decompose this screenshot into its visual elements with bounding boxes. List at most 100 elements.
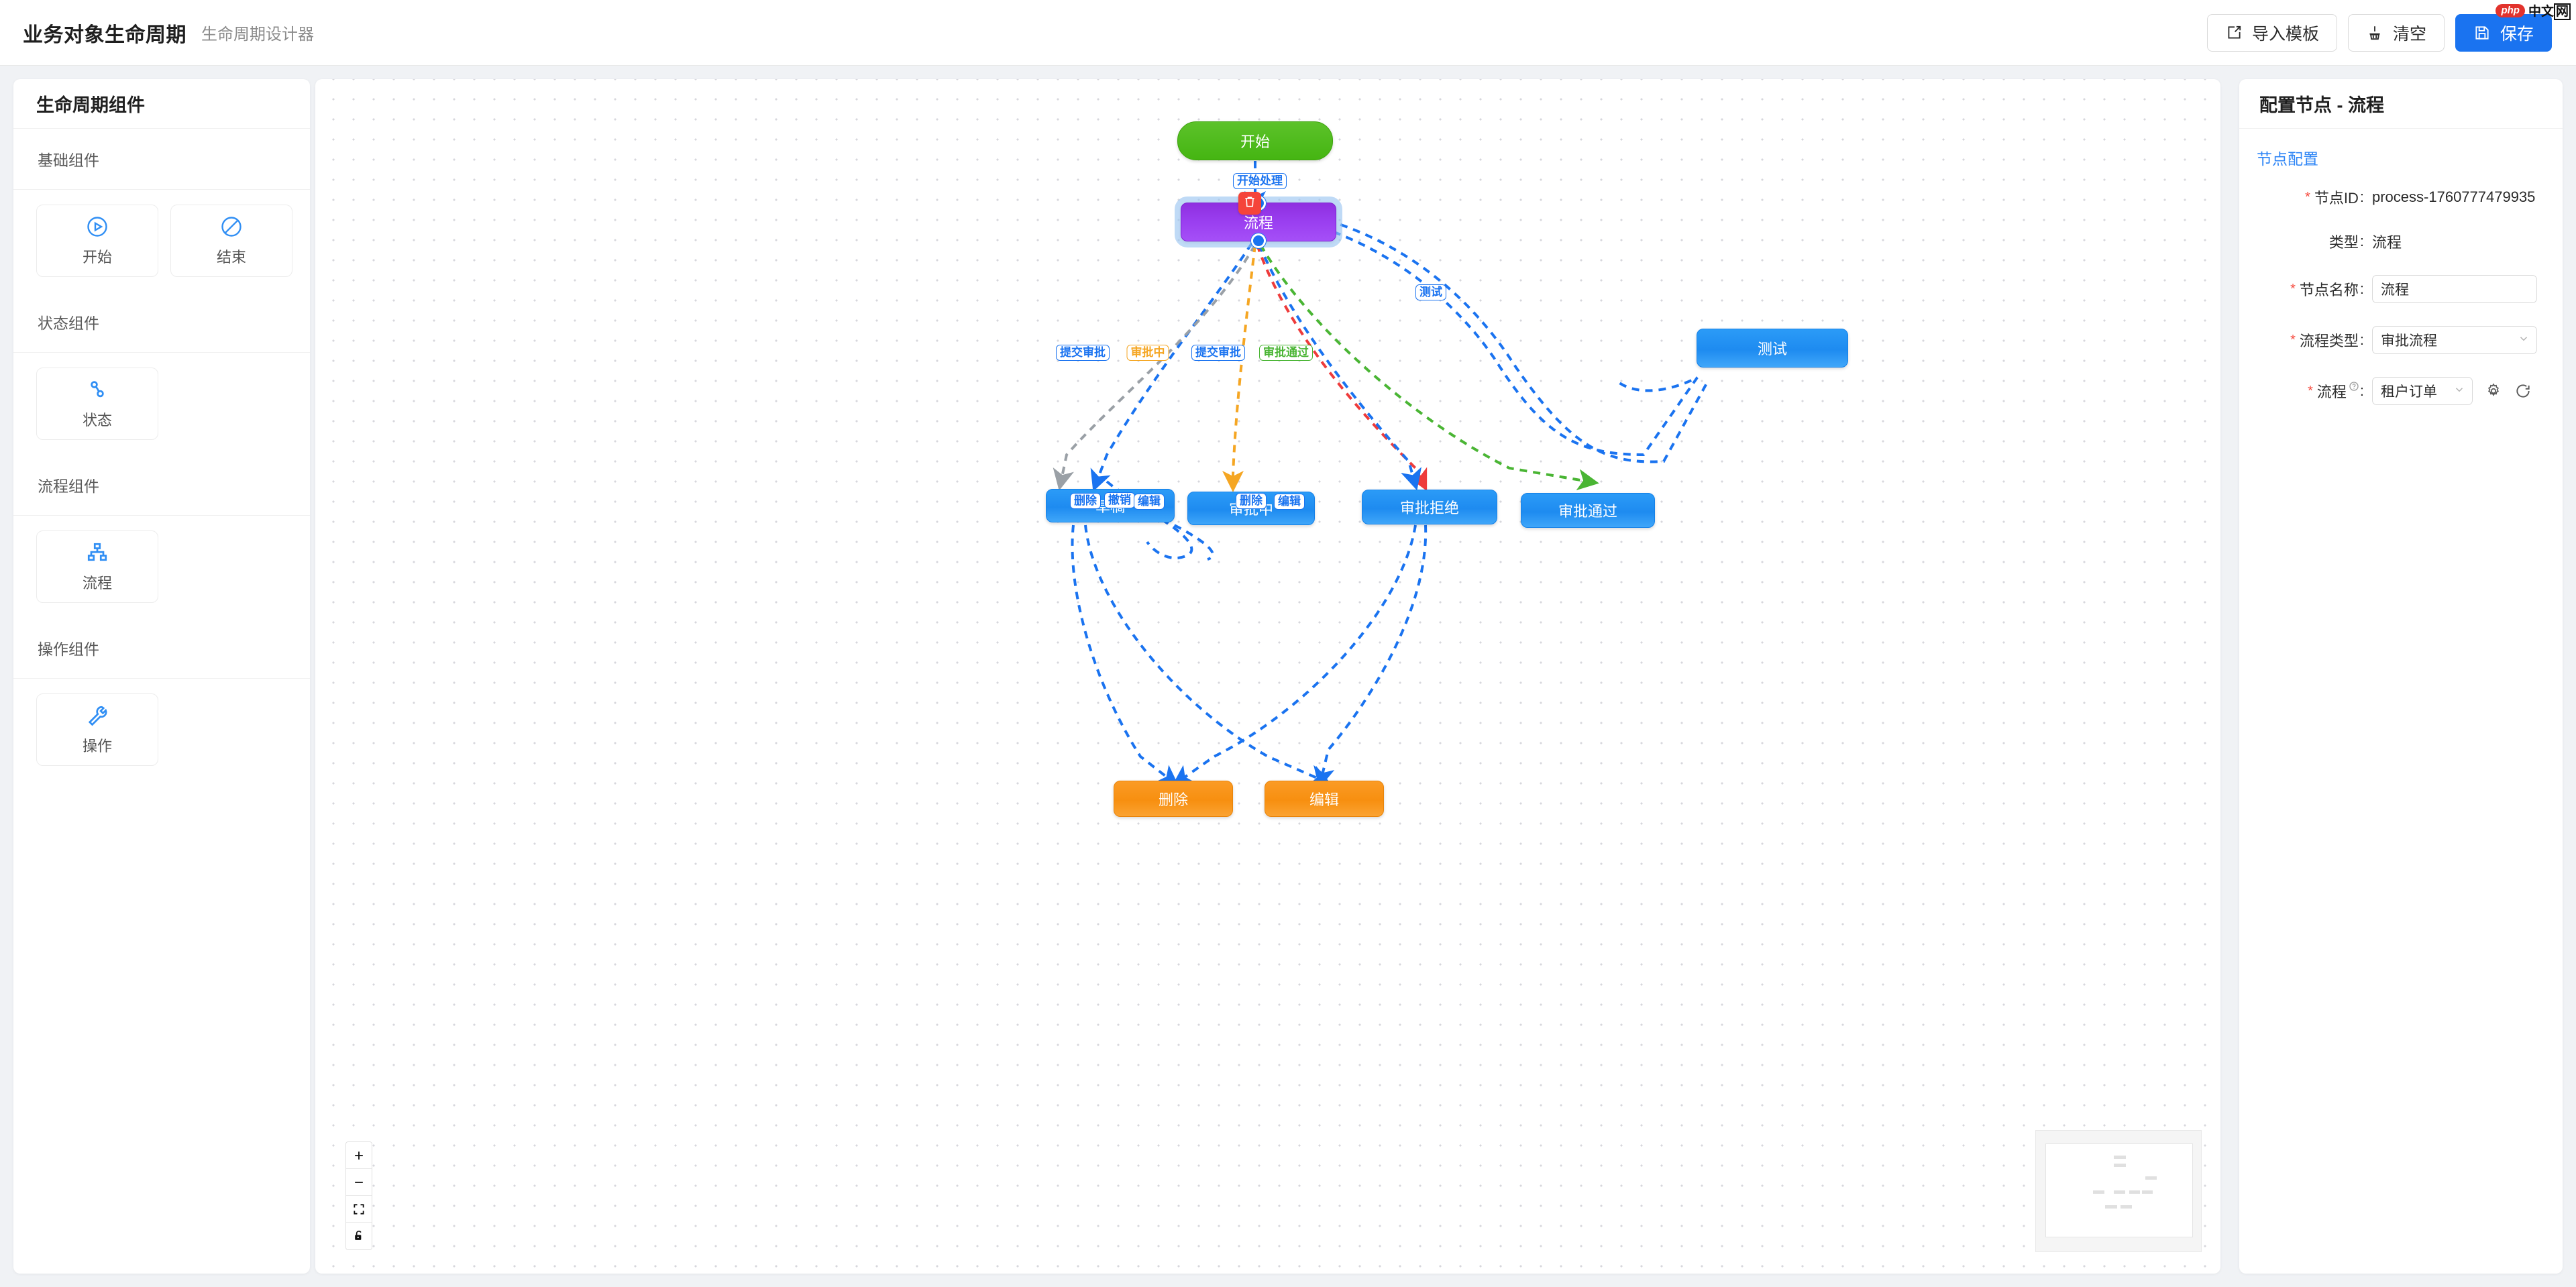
minimap-node [2105, 1205, 2117, 1209]
flow-select[interactable]: 租户订单 [2372, 377, 2473, 405]
flow-node-process-label: 流程 [1243, 215, 1273, 231]
app-title: 业务对象生命周期 [23, 23, 186, 46]
minimap-node [2121, 1205, 2132, 1209]
colon: : [2359, 382, 2364, 399]
save-icon [2473, 24, 2491, 42]
edge-label-revoke[interactable]: 撤销 [1104, 492, 1135, 508]
colon: : [2359, 280, 2364, 297]
edge-label-test[interactable]: 测试 [1415, 284, 1446, 300]
edge-label-approved[interactable]: 审批通过 [1259, 345, 1313, 361]
palette-item-end-label: 结束 [216, 249, 246, 266]
flow-node-rejected-label: 审批拒绝 [1399, 500, 1459, 516]
field-row-node-id: * 节点ID : process-1760777479935 [2246, 186, 2546, 208]
edge-label-in-approval[interactable]: 审批中 [1126, 345, 1169, 361]
flow-node-delete-label: 删除 [1158, 791, 1188, 808]
flow-node-approved[interactable]: 审批通过 [1521, 493, 1655, 528]
flow-node-delete[interactable]: 删除 [1114, 781, 1233, 817]
flow-edges [1053, 161, 1709, 789]
flow-node-approved-label: 审批通过 [1558, 503, 1617, 520]
field-row-node-type: 类型 : 流程 [2246, 231, 2546, 252]
chevron-down-icon [2453, 384, 2465, 399]
flow-type-value: 审批流程 [2381, 333, 2437, 349]
lock-button[interactable] [346, 1223, 372, 1249]
edge-delete-button[interactable] [1238, 192, 1261, 215]
zoom-in-button[interactable] [346, 1142, 372, 1169]
field-label-flow-type: * 流程类型 : [2246, 329, 2372, 351]
palette-group-title-process: 流程组件 [13, 455, 310, 516]
play-circle-icon [85, 215, 109, 239]
edge-label-delete-1[interactable]: 删除 [1070, 493, 1101, 509]
top-bar: 业务对象生命周期 生命周期设计器 导入模板 清空 [0, 0, 2576, 66]
import-template-button[interactable]: 导入模板 [2206, 13, 2337, 52]
minimap-node [2114, 1156, 2126, 1159]
fit-view-button[interactable] [346, 1196, 372, 1223]
edge-label-start-process[interactable]: 开始处理 [1233, 173, 1287, 189]
field-label-text: 节点名称 [2299, 282, 2359, 298]
palette-item-end[interactable]: 结束 [170, 205, 292, 277]
edge-label-submit-approval-2[interactable]: 提交审批 [1191, 345, 1245, 361]
flow-value: 租户订单 [2381, 384, 2437, 400]
edge-label-edit-1[interactable]: 编辑 [1134, 494, 1165, 510]
field-label-text: 流程 [2316, 384, 2347, 400]
flow-node-start[interactable]: 开始 [1177, 121, 1333, 160]
flow-node-edit[interactable]: 编辑 [1265, 781, 1384, 817]
palette-item-action[interactable]: 操作 [36, 693, 158, 766]
import-template-label: 导入模板 [2251, 24, 2319, 44]
save-button[interactable]: 保存 [2455, 13, 2552, 52]
minimap-node [2129, 1190, 2140, 1194]
flow-canvas[interactable]: 开始 流程 测试 草稿 审批中 审批拒绝 审批通过 删除 编辑 开始处理 测试 … [315, 79, 2220, 1274]
config-form: * 节点ID : process-1760777479935 类型 : 流程 *… [2239, 169, 2563, 405]
minimap-node [2114, 1164, 2126, 1167]
canvas-grid [315, 79, 2220, 1274]
required-star: * [2305, 189, 2310, 205]
field-label-text: 流程类型 [2299, 333, 2359, 349]
zoom-out-button[interactable] [346, 1169, 372, 1196]
flow-node-test[interactable]: 测试 [1697, 329, 1848, 368]
node-handle-bottom[interactable] [1251, 233, 1266, 248]
wrench-icon [85, 704, 109, 728]
palette-item-state[interactable]: 状态 [36, 368, 158, 440]
config-panel-title: 配置节点 - 流程 [2239, 79, 2563, 129]
node-name-input[interactable] [2372, 275, 2537, 303]
save-label: 保存 [2500, 24, 2534, 44]
refresh-icon[interactable] [2514, 382, 2532, 400]
palette-item-process[interactable]: 流程 [36, 530, 158, 603]
edge-label-edit-2[interactable]: 编辑 [1274, 494, 1305, 510]
minimap-node [2145, 1176, 2157, 1180]
broom-icon [2366, 24, 2383, 42]
palette-item-action-label: 操作 [82, 738, 112, 754]
minimap-node [2114, 1190, 2125, 1194]
minimap-viewport[interactable] [2045, 1143, 2193, 1237]
colon: : [2359, 188, 2364, 205]
clear-button[interactable]: 清空 [2347, 13, 2445, 52]
minimap[interactable] [2035, 1130, 2202, 1252]
zoom-toolbar [345, 1141, 372, 1250]
palette-item-start-label: 开始 [82, 249, 112, 266]
field-label-node-id: * 节点ID : [2246, 186, 2372, 208]
flow-node-edit-label: 编辑 [1309, 791, 1339, 808]
component-palette-panel: 生命周期组件 基础组件 开始 结束 状态组件 [13, 79, 310, 1274]
flow-node-rejected[interactable]: 审批拒绝 [1362, 490, 1497, 524]
edge-label-submit-approval-1[interactable]: 提交审批 [1056, 345, 1110, 361]
config-section-title[interactable]: 节点配置 [2257, 150, 2318, 168]
palette-item-state-label: 状态 [82, 412, 112, 429]
field-row-node-name: * 节点名称 : [2246, 275, 2546, 303]
help-circle-icon[interactable] [2349, 381, 2359, 392]
edge-label-delete-2[interactable]: 删除 [1236, 493, 1267, 509]
field-label-node-name: * 节点名称 : [2246, 278, 2372, 300]
flow-type-select[interactable]: 审批流程 [2372, 326, 2537, 354]
palette-group-action: 操作 [13, 679, 310, 781]
flow-node-start-label: 开始 [1240, 133, 1270, 150]
palette-group-process: 流程 [13, 516, 310, 618]
field-label-node-type: 类型 : [2246, 231, 2372, 252]
node-config-panel: 配置节点 - 流程 节点配置 * 节点ID : process-17607774… [2239, 79, 2563, 1274]
palette-group-title-state: 状态组件 [13, 292, 310, 353]
field-value-node-type: 流程 [2372, 234, 2402, 251]
palette-group-basic: 开始 结束 [13, 190, 310, 292]
top-bar-actions: 导入模板 清空 保存 [2206, 13, 2552, 52]
field-value-node-id: process-1760777479935 [2372, 188, 2536, 205]
gear-icon[interactable] [2485, 382, 2502, 400]
app-subtitle: 生命周期设计器 [201, 25, 314, 44]
required-star: * [2290, 281, 2296, 296]
palette-item-start[interactable]: 开始 [36, 205, 158, 277]
